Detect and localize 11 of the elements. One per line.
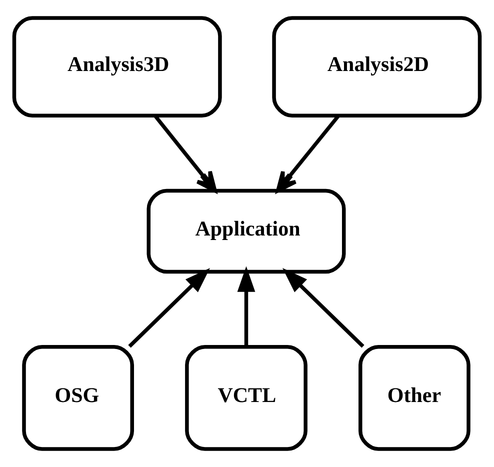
arrow bbox=[154, 114, 217, 193]
node-box: Other bbox=[358, 345, 470, 451]
arrow bbox=[282, 268, 364, 348]
arrow bbox=[276, 114, 340, 193]
node-box: OSG bbox=[22, 345, 134, 451]
arrow bbox=[128, 268, 210, 348]
node-box: Application bbox=[146, 188, 346, 274]
node-box: VCTL bbox=[185, 345, 308, 451]
arrow bbox=[237, 266, 256, 346]
node-box: Analysis2D bbox=[272, 16, 482, 118]
node-box: Analysis3D bbox=[12, 16, 222, 118]
